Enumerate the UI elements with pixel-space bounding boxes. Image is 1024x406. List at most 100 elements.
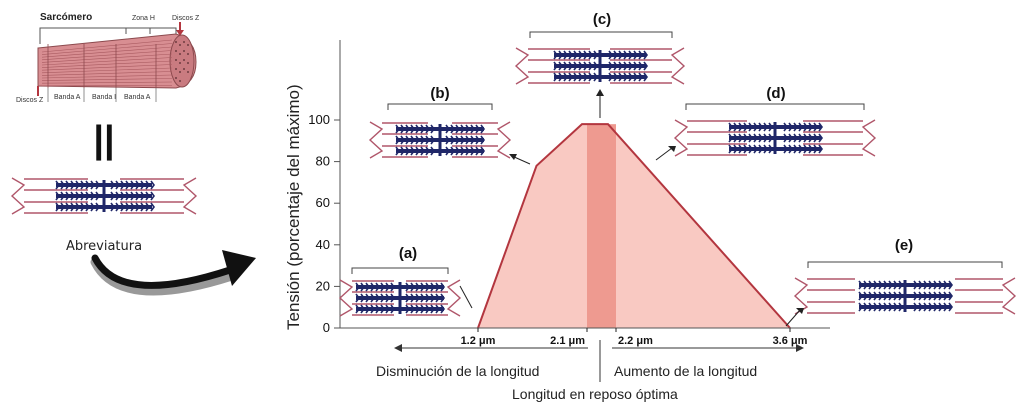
myosin-head [923,280,928,290]
myosin-head [613,50,618,60]
myosin-head [933,302,938,312]
myosin-head [573,61,578,71]
myosin-head [450,146,455,156]
panel-a [338,267,462,317]
myosin-head [360,293,365,303]
myosin-head [360,282,365,292]
myosin-head [768,144,773,154]
decrease-arrowhead [394,344,402,352]
myosin-head [618,50,623,60]
myosin-head [110,191,115,201]
myosin-head [415,304,420,314]
myosin-head [85,180,90,190]
myosin-head [430,304,435,314]
pointer-d-head [668,146,676,152]
myosin-head [380,304,385,314]
myosin-head [793,122,798,132]
myosin-head [60,180,65,190]
myosin-head [375,304,380,314]
panel-label-d: (d) [766,85,785,102]
myofibril-line [41,81,173,84]
myosin-head [728,133,733,143]
myosin-head [868,302,873,312]
myosin-head [623,50,628,60]
myosin-head [788,144,793,154]
myosin-head [385,293,390,303]
myosin-head [135,180,140,190]
myosin-head [150,191,155,201]
sarcomere-length-bracket [685,103,865,110]
myosin-head [420,135,425,145]
myosin-head [410,135,415,145]
myosin-head [873,302,878,312]
myosin-head [918,280,923,290]
fiber-end-dot [187,53,189,55]
myosin-head [733,144,738,154]
sarcomere-length-bracket [807,261,1003,268]
z-disc-right [1001,277,1017,315]
myosin-head [818,133,823,143]
myosin-head [818,122,823,132]
x-tick-label-2.2: 2.2 μm [618,335,653,347]
myosin-head [623,61,628,71]
myosin-head [120,180,125,190]
myosin-head [788,133,793,143]
myosin-head [460,135,465,145]
y-tick-label-0: 0 [323,320,330,335]
myosin-head [898,280,903,290]
myosin-head [588,50,593,60]
myosin-head [593,72,598,82]
myosin-head [638,61,643,71]
myosin-head [583,61,588,71]
myosin-head [90,180,95,190]
myosin-head [130,180,135,190]
discos-z-top-label: Discos Z [172,15,200,22]
myofibril-line [41,78,173,81]
myosin-head [475,124,480,134]
myosin-head [893,280,898,290]
myosin-head [445,135,450,145]
myosin-head [415,146,420,156]
myosin-head [618,61,623,71]
myosin-head [400,146,405,156]
myosin-head [385,282,390,292]
myosin-head [360,304,365,314]
myosin-head [405,124,410,134]
myosin-head [768,122,773,132]
myosin-head [445,124,450,134]
myosin-head [733,122,738,132]
myofibril-line [41,46,173,58]
myosin-head [923,291,928,301]
myosin-head [460,124,465,134]
sarcomere-abbreviation-diagram [10,177,198,215]
myosin-head [633,61,638,71]
z-disc-right [861,119,877,157]
myosin-head [475,146,480,156]
myosin-head [115,180,120,190]
increase-label: Aumento de la longitud [614,363,757,379]
myosin-head [435,293,440,303]
myosin-head [140,191,145,201]
myosin-head [425,282,430,292]
fiber-end-dot [179,53,181,55]
myosin-head [420,124,425,134]
myosin-head [470,135,475,145]
myosin-head [385,304,390,314]
myosin-head [120,191,125,201]
myosin-head [135,191,140,201]
myosin-head [465,146,470,156]
myosin-head [125,202,130,212]
fiber-end-dot [187,71,189,73]
myosin-head [140,180,145,190]
myosin-head [623,72,628,82]
myosin-head [110,180,115,190]
fiber-end [169,34,195,88]
y-tick-label-60: 60 [316,195,330,210]
myosin-head [355,304,360,314]
myosin-head [375,282,380,292]
myosin-head [593,61,598,71]
myosin-head [588,72,593,82]
myosin-head [558,72,563,82]
fiber-end-dot [183,59,185,61]
